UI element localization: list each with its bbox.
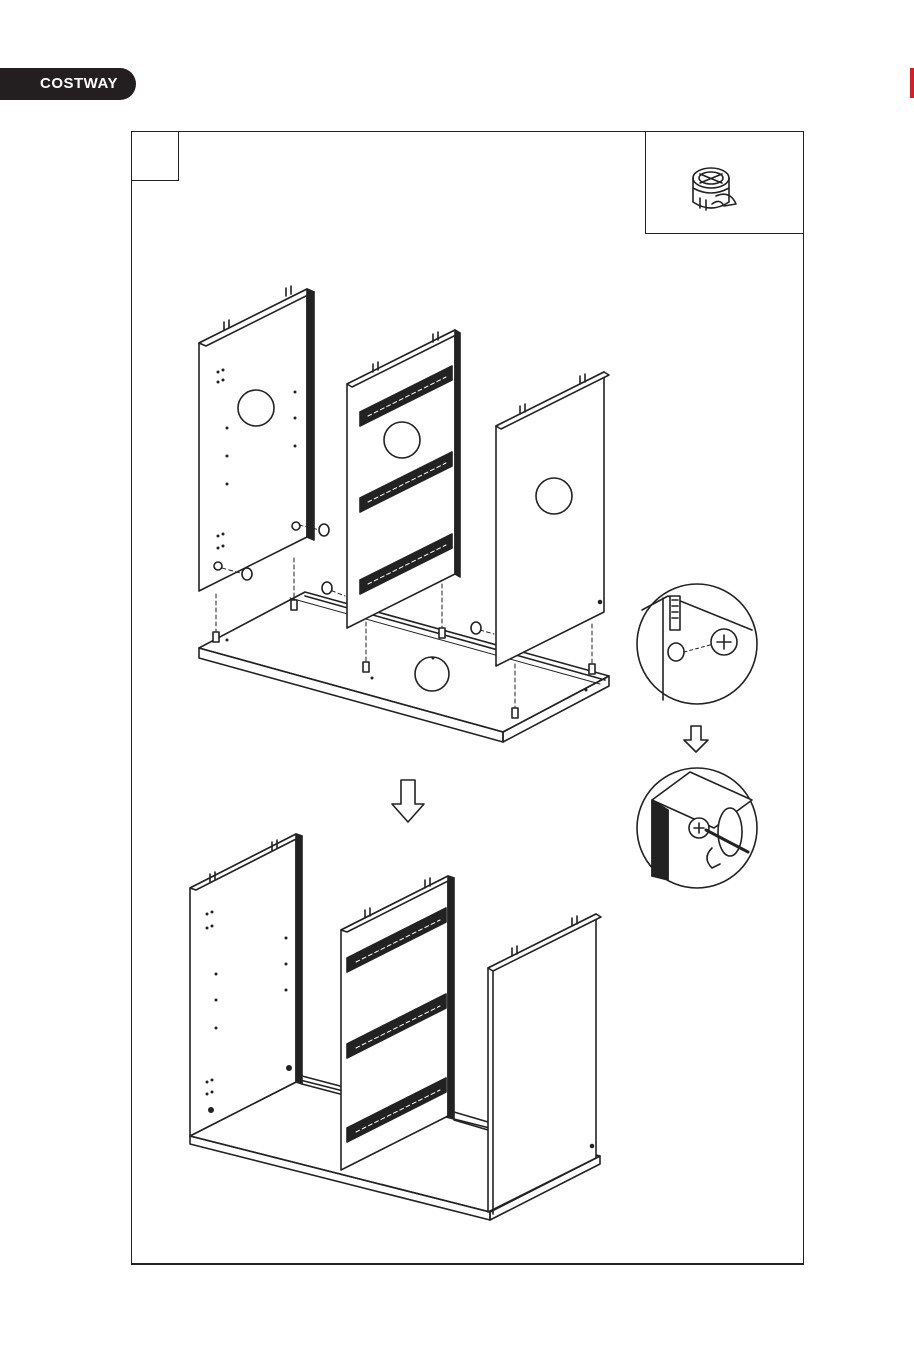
- center-divider-panel: [347, 330, 460, 628]
- down-arrow-icon: [392, 780, 424, 822]
- assembled-cabinet: [190, 834, 601, 1220]
- cam-insert-detail: [637, 584, 757, 704]
- right-side-panel: [496, 372, 609, 666]
- cam-lock-icon: [693, 168, 736, 210]
- cam-tighten-detail: [637, 768, 757, 888]
- left-side-panel: [199, 286, 314, 591]
- bottom-board-label: [415, 657, 449, 691]
- small-down-arrow-icon: [684, 726, 708, 752]
